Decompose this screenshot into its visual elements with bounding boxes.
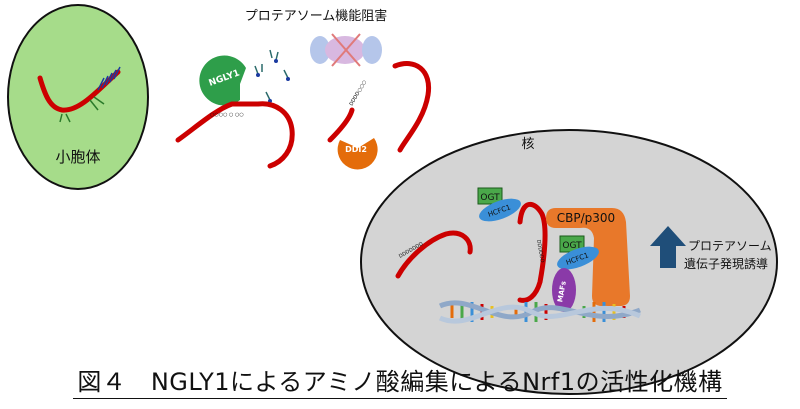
cbp-p300	[546, 208, 630, 306]
proteasome-icon	[310, 33, 382, 67]
nrf1-chain-ddi2	[392, 61, 432, 153]
nrf1-chain-nucleus-right	[517, 202, 548, 303]
sequence-marks-nucleus-right: DDDDDD	[535, 239, 545, 263]
sequence-marks-cytosol: ○○○○ ○ ○○	[210, 112, 244, 118]
figure-caption: 図４ NGLY1によるアミノ酸編集によるNrf1の活性化機構	[0, 362, 800, 399]
released-glycans	[254, 49, 289, 101]
ogt-label-1: OGT	[480, 193, 500, 203]
cbp-p300-label: CBP/p300	[557, 211, 615, 225]
glycan-dots	[256, 59, 290, 103]
glycan-green-er	[59, 96, 105, 123]
mafs	[552, 268, 576, 312]
induction-arrow-icon	[650, 226, 686, 268]
nrf1-fragment	[327, 107, 355, 143]
nrf1-chain-cytosol	[175, 101, 295, 169]
ddi2-enzyme	[337, 138, 378, 170]
proteasome-inhibition-label: プロテアソーム機能阻害	[245, 8, 388, 24]
ogt-label-2: OGT	[562, 241, 582, 251]
ddi2-label: DDI2	[345, 145, 367, 154]
er-label: 小胞体	[55, 148, 100, 166]
ngly1-enzyme	[199, 55, 246, 106]
dna-helix	[438, 300, 642, 324]
nucleus-label: 核	[521, 137, 534, 152]
er-cell	[7, 4, 149, 190]
glycan-cluster-er	[97, 66, 121, 91]
mafs-label: MAFs	[556, 280, 568, 302]
hcfc1-2	[557, 246, 599, 270]
figure-caption-text: 図４ NGLY1によるアミノ酸編集によるNrf1の活性化機構	[73, 368, 727, 399]
hcfc1-1	[479, 198, 521, 222]
ogt-box-1	[477, 187, 503, 205]
induction-label-line2: 遺伝子発現誘導	[684, 256, 768, 271]
nrf1-chain-nucleus-left	[395, 230, 473, 279]
sequence-marks-ddi2: DDDD○○○	[349, 79, 368, 107]
induction-label-line1: プロテアソーム	[688, 239, 772, 253]
